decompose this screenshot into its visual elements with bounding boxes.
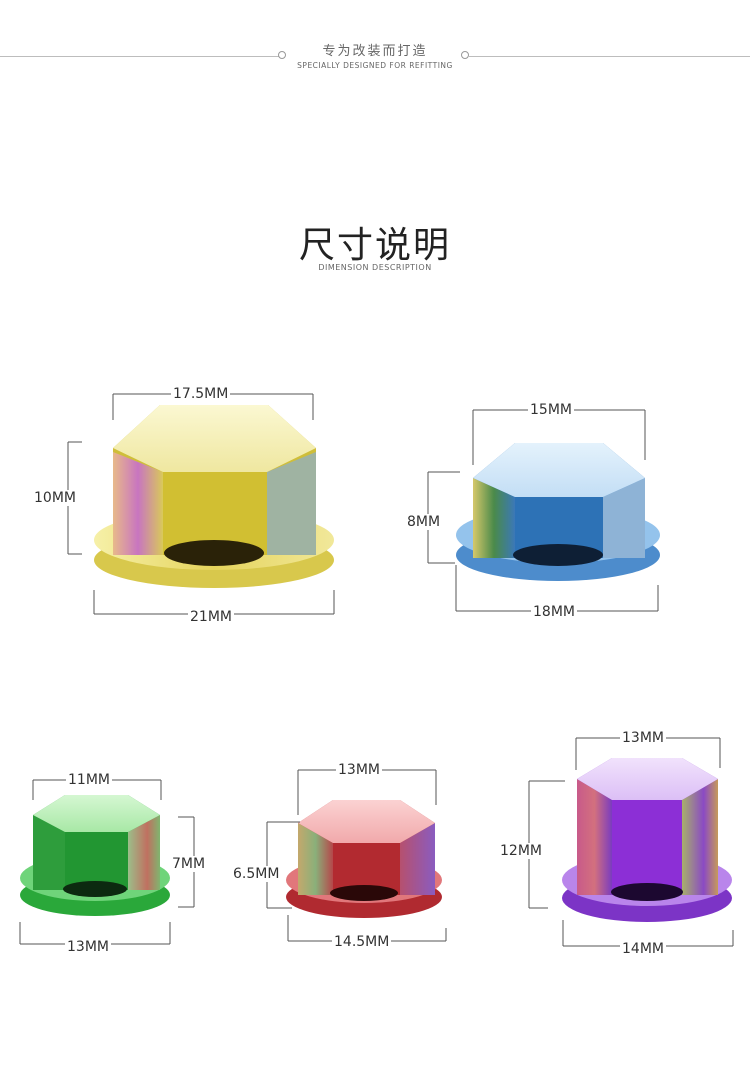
header-dot-left xyxy=(278,51,286,59)
green-base-width-label: 13MM xyxy=(65,939,111,955)
purple-top-width-label: 13MM xyxy=(620,730,666,746)
header-divider-right xyxy=(469,56,750,57)
green-top-width-label: 11MM xyxy=(66,772,112,788)
blue-top-width-label: 15MM xyxy=(528,402,574,418)
red-base-width-label: 14.5MM xyxy=(332,934,392,950)
gold-base-width-label: 21MM xyxy=(188,609,234,625)
section-title: 尺寸说明 xyxy=(298,225,451,266)
header-title-en: SPECIALLY DESIGNED FOR REFITTING xyxy=(297,61,453,70)
purple-base-width-label: 14MM xyxy=(620,941,666,957)
purple-height-label: 12MM xyxy=(498,843,544,859)
header-title-cn: 专为改装而打造 xyxy=(322,44,428,59)
red-top-width-label: 13MM xyxy=(336,762,382,778)
header-dot-right xyxy=(461,51,469,59)
section-subtitle: DIMENSION DESCRIPTION xyxy=(318,263,432,272)
green-height-label: 7MM xyxy=(170,856,208,872)
blue-height-label: 8MM xyxy=(405,514,443,530)
red-height-label: 6.5MM xyxy=(231,866,282,882)
gold-height-label: 10MM xyxy=(32,490,78,506)
blue-base-width-label: 18MM xyxy=(531,604,577,620)
header-divider-left xyxy=(0,56,281,57)
gold-top-width-label: 17.5MM xyxy=(171,386,231,402)
